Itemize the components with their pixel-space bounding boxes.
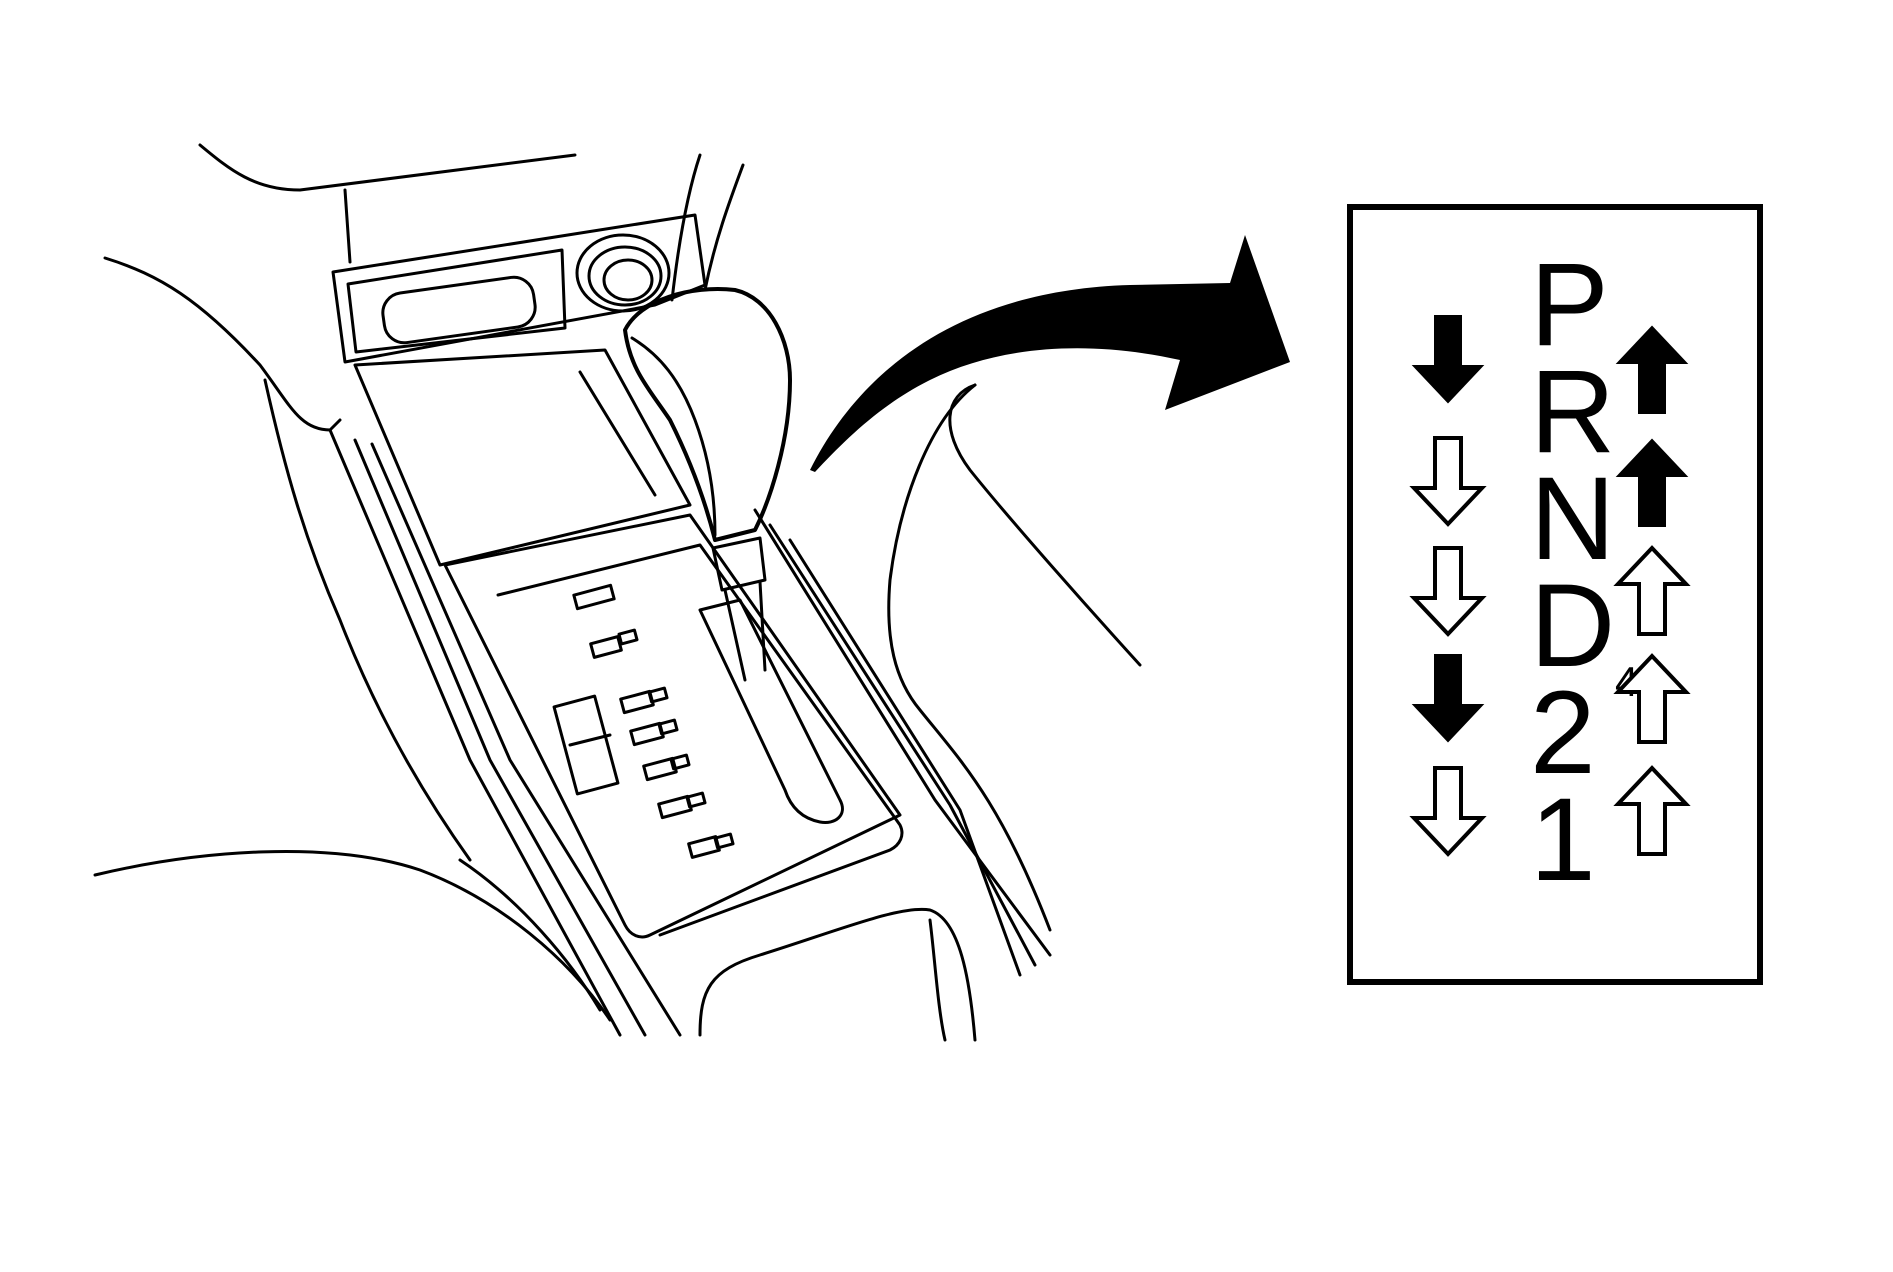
- dashboard-right-edge-2: [703, 163, 745, 292]
- left-arrow-column: [1409, 315, 1487, 857]
- gear-label-n: N: [1530, 453, 1615, 585]
- plate-markers: [552, 583, 735, 859]
- console-illustration: [93, 143, 1142, 1042]
- rear-bin: [698, 907, 977, 1042]
- left-seat-bottom-2: [458, 858, 602, 1012]
- gear-label-r: R: [1530, 346, 1615, 478]
- left-down-arrow-filled-icon: [1411, 315, 1485, 404]
- left-down-arrow-filled-icon: [1411, 654, 1485, 743]
- right-up-arrow-outline-icon: [1613, 765, 1691, 856]
- shift-plate-inner: [496, 543, 904, 937]
- console-tray-inner: [578, 370, 657, 497]
- right-up-arrow-outline-icon: [1613, 653, 1691, 744]
- right-up-arrow-filled-icon: [1615, 438, 1689, 527]
- shift-knob: [623, 287, 792, 542]
- upper-panel-inner: [346, 248, 567, 354]
- left-seat-outline: [103, 256, 342, 432]
- dashboard-line: [343, 188, 352, 264]
- gear-label-2: 2: [1530, 667, 1596, 799]
- console-left-rail-inner: [353, 438, 647, 1037]
- left-down-arrow-outline-icon: [1409, 436, 1487, 527]
- left-seat-inner: [263, 378, 472, 862]
- shift-gate-slot: [698, 598, 844, 825]
- dashboard-right-edge: [670, 153, 702, 302]
- console-tray: [353, 348, 692, 567]
- console-right-rail-inner: [768, 523, 1037, 967]
- gear-indicator-panel: PRND421: [1347, 204, 1763, 985]
- left-down-arrow-outline-icon: [1409, 766, 1487, 857]
- cigarette-lighter: [575, 233, 671, 313]
- storage-slot: [381, 275, 537, 345]
- shift-plate-outer: [443, 513, 902, 939]
- dashboard-edge: [198, 143, 577, 192]
- console-left-rail-3: [370, 442, 682, 1037]
- left-seat-bottom: [93, 850, 612, 1022]
- gear-label-d: D: [1530, 560, 1615, 692]
- console-right-rail-outer: [753, 508, 1052, 957]
- right-up-arrow-filled-icon: [1615, 325, 1689, 414]
- console-right-rail-3: [788, 538, 1022, 977]
- right-up-arrow-outline-icon: [1613, 545, 1691, 636]
- indicator-frame: [1347, 204, 1763, 985]
- gear-letters: PRND421: [1530, 239, 1638, 906]
- shift-lever-shaft: [723, 580, 767, 682]
- gear-label-1: 1: [1530, 774, 1596, 906]
- rear-bin-line: [928, 918, 947, 1042]
- callout-arrow: [810, 235, 1290, 472]
- left-down-arrow-outline-icon: [1409, 546, 1487, 637]
- gear-label-p: P: [1530, 239, 1609, 371]
- right-arrow-column: [1613, 325, 1691, 856]
- shift-knob-collar: [711, 536, 767, 592]
- right-seat-curve: [887, 383, 1052, 932]
- shift-knob-highlight: [630, 336, 717, 537]
- right-seat-outline: [948, 383, 1142, 667]
- console-left-rail-outer: [328, 428, 622, 1037]
